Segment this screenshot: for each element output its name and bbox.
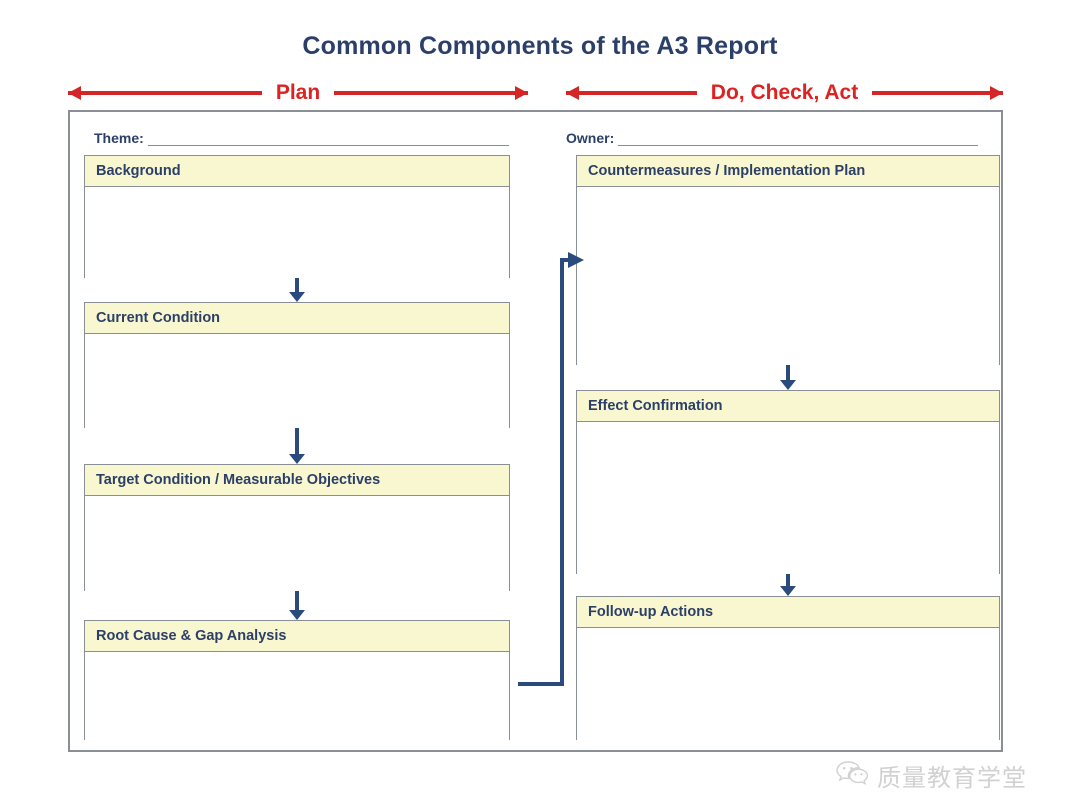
section-background-title: Background bbox=[85, 156, 509, 187]
watermark-text: 质量教育学堂 bbox=[877, 764, 1027, 792]
section-current-condition[interactable]: Current Condition bbox=[84, 302, 510, 429]
theme-input-rule[interactable] bbox=[147, 131, 509, 146]
flow-arrow-current-to-target-icon bbox=[289, 428, 305, 464]
section-target-condition-body[interactable] bbox=[85, 496, 509, 592]
phase-label-do-check-act: Do, Check, Act bbox=[710, 81, 859, 104]
watermark: 质量教育学堂 bbox=[836, 758, 1027, 793]
phase-group-plan: Plan bbox=[68, 78, 528, 108]
section-effect-confirmation[interactable]: Effect Confirmation bbox=[576, 390, 1000, 575]
wechat-icon bbox=[836, 760, 870, 791]
section-follow-up-actions[interactable]: Follow-up Actions bbox=[576, 596, 1000, 741]
section-current-condition-body[interactable] bbox=[85, 334, 509, 429]
section-countermeasures-body[interactable] bbox=[577, 187, 999, 366]
theme-field[interactable]: Theme: bbox=[94, 124, 509, 146]
section-root-cause[interactable]: Root Cause & Gap Analysis bbox=[84, 620, 510, 741]
section-current-condition-title: Current Condition bbox=[85, 303, 509, 334]
section-countermeasures-title: Countermeasures / Implementation Plan bbox=[577, 156, 999, 187]
plan-right-arrow-icon bbox=[334, 84, 528, 102]
a3-report-frame: Theme: Owner: Background Current Conditi… bbox=[68, 110, 1003, 752]
page-title: Common Components of the A3 Report bbox=[302, 32, 778, 60]
flow-arrow-countermeasures-to-effect-icon bbox=[780, 365, 796, 390]
phase-band: Plan Do, Check, Act bbox=[68, 78, 1003, 108]
dca-right-arrow-icon bbox=[872, 84, 1003, 102]
owner-label: Owner: bbox=[566, 130, 615, 146]
section-background-body[interactable] bbox=[85, 187, 509, 279]
section-countermeasures[interactable]: Countermeasures / Implementation Plan bbox=[576, 155, 1000, 366]
section-effect-confirmation-body[interactable] bbox=[577, 422, 999, 575]
phase-label-plan: Plan bbox=[275, 81, 321, 104]
section-root-cause-title: Root Cause & Gap Analysis bbox=[85, 621, 509, 652]
flow-arrow-target-to-rootcause-icon bbox=[289, 591, 305, 620]
section-root-cause-body[interactable] bbox=[85, 652, 509, 741]
owner-input-rule[interactable] bbox=[618, 131, 978, 146]
phase-group-do-check-act: Do, Check, Act bbox=[566, 78, 1003, 108]
dca-left-arrow-icon bbox=[566, 84, 697, 102]
section-target-condition[interactable]: Target Condition / Measurable Objectives bbox=[84, 464, 510, 592]
flow-arrow-effect-to-followup-icon bbox=[780, 574, 796, 596]
owner-field[interactable]: Owner: bbox=[566, 124, 978, 146]
section-follow-up-actions-title: Follow-up Actions bbox=[577, 597, 999, 628]
section-background[interactable]: Background bbox=[84, 155, 510, 279]
theme-label: Theme: bbox=[94, 130, 144, 146]
flow-arrow-background-to-current-icon bbox=[289, 278, 305, 302]
section-follow-up-actions-body[interactable] bbox=[577, 628, 999, 741]
plan-left-arrow-icon bbox=[68, 84, 262, 102]
section-target-condition-title: Target Condition / Measurable Objectives bbox=[85, 465, 509, 496]
section-effect-confirmation-title: Effect Confirmation bbox=[577, 391, 999, 422]
